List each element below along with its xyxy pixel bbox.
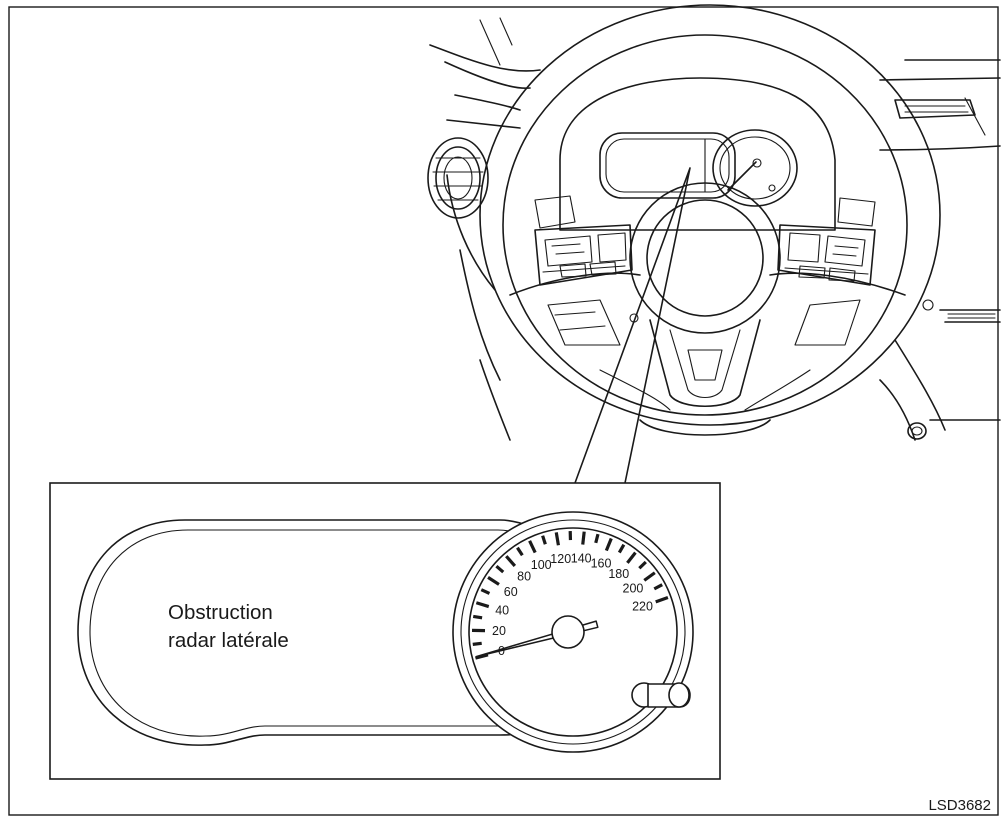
speedometer-label: 200 [623,582,644,596]
speedometer-label: 40 [495,604,509,618]
trip-reset-knob [632,683,690,707]
message-line-1: Obstruction [168,601,273,624]
speedometer-tick [556,532,558,545]
figure-code: LSD3682 [928,797,991,814]
speedometer-tick [473,616,482,617]
speedometer: 020406080100120140160180200220 [453,512,693,752]
dashboard-knob [908,423,926,439]
left-spoke [510,196,640,345]
speedometer-tick [473,643,482,644]
speedometer-label: 60 [504,585,518,599]
zoomed-cluster-panel: Obstruction radar latérale 0204060801001… [50,483,720,779]
speedometer-label: 20 [492,624,506,638]
message-line-2: radar latérale [168,629,289,652]
speedometer-tick [583,532,584,545]
speedometer-tick [596,534,598,543]
cluster-display-small [600,130,797,206]
speedometer-label: 100 [531,558,552,572]
speedometer-label: 140 [571,551,592,565]
steering-wheel [480,5,940,435]
dashboard-illustration [428,5,1000,440]
right-spoke [770,198,905,345]
speedometer-label: 80 [517,569,531,583]
speedometer-label: 120 [550,552,571,566]
speedometer-label: 220 [632,600,653,614]
left-air-vent [428,138,488,218]
speedometer-label: 180 [608,567,629,581]
needle-hub [552,616,584,648]
airbag-hub [630,183,780,333]
